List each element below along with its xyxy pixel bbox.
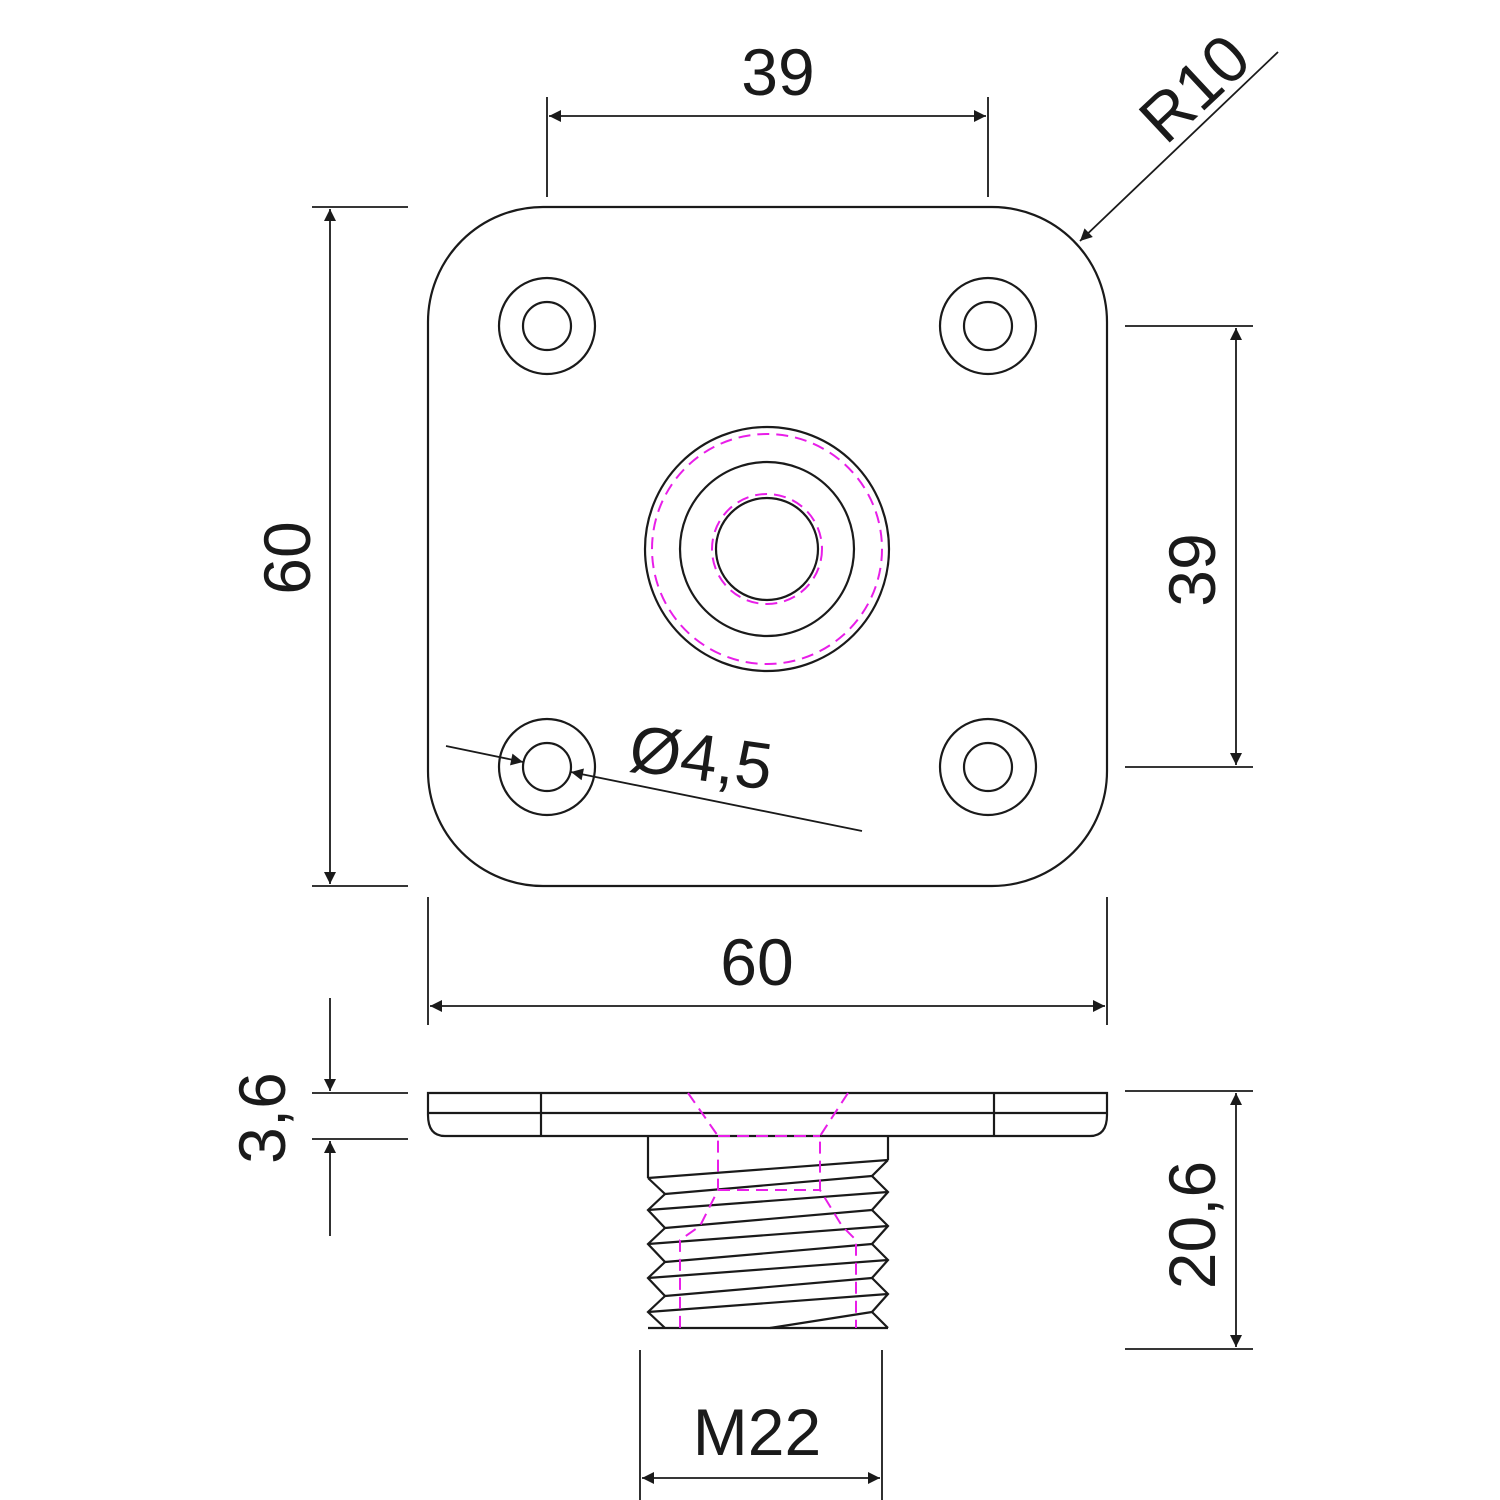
dim-label: M22 [693, 1395, 821, 1469]
plate-profile [426, 1091, 1109, 1138]
dim-label: R10 [1125, 20, 1264, 157]
dim-thread: M22 [639, 1350, 883, 1500]
dim-height: 60 [250, 206, 408, 887]
dim-corner-radius: R10 [1079, 20, 1279, 242]
dim-label: Ø4,5 [625, 711, 777, 804]
dim-hole-spacing-vertical: 39 [1125, 325, 1253, 768]
center-boss [643, 425, 891, 673]
dim-width: 60 [427, 897, 1108, 1025]
mounting-holes [497, 276, 1038, 817]
dim-label: 39 [741, 35, 814, 109]
dim-label: 39 [1155, 533, 1229, 606]
dim-plate-thickness: 3,6 [225, 998, 408, 1236]
dim-label: 60 [720, 925, 793, 999]
hidden-bore [679, 1092, 857, 1328]
dim-total-height: 20,6 [1125, 1090, 1253, 1350]
top-view [426, 205, 1109, 888]
dim-label: 20,6 [1155, 1161, 1229, 1289]
plate-outline [426, 205, 1109, 888]
dim-hole-diameter: Ø4,5 [445, 711, 863, 832]
threaded-stem [646, 1136, 890, 1330]
dim-label: 3,6 [225, 1072, 299, 1164]
side-view [426, 1091, 1109, 1330]
dim-hole-spacing-horizontal: 39 [546, 35, 989, 197]
dim-label: 60 [250, 521, 324, 594]
